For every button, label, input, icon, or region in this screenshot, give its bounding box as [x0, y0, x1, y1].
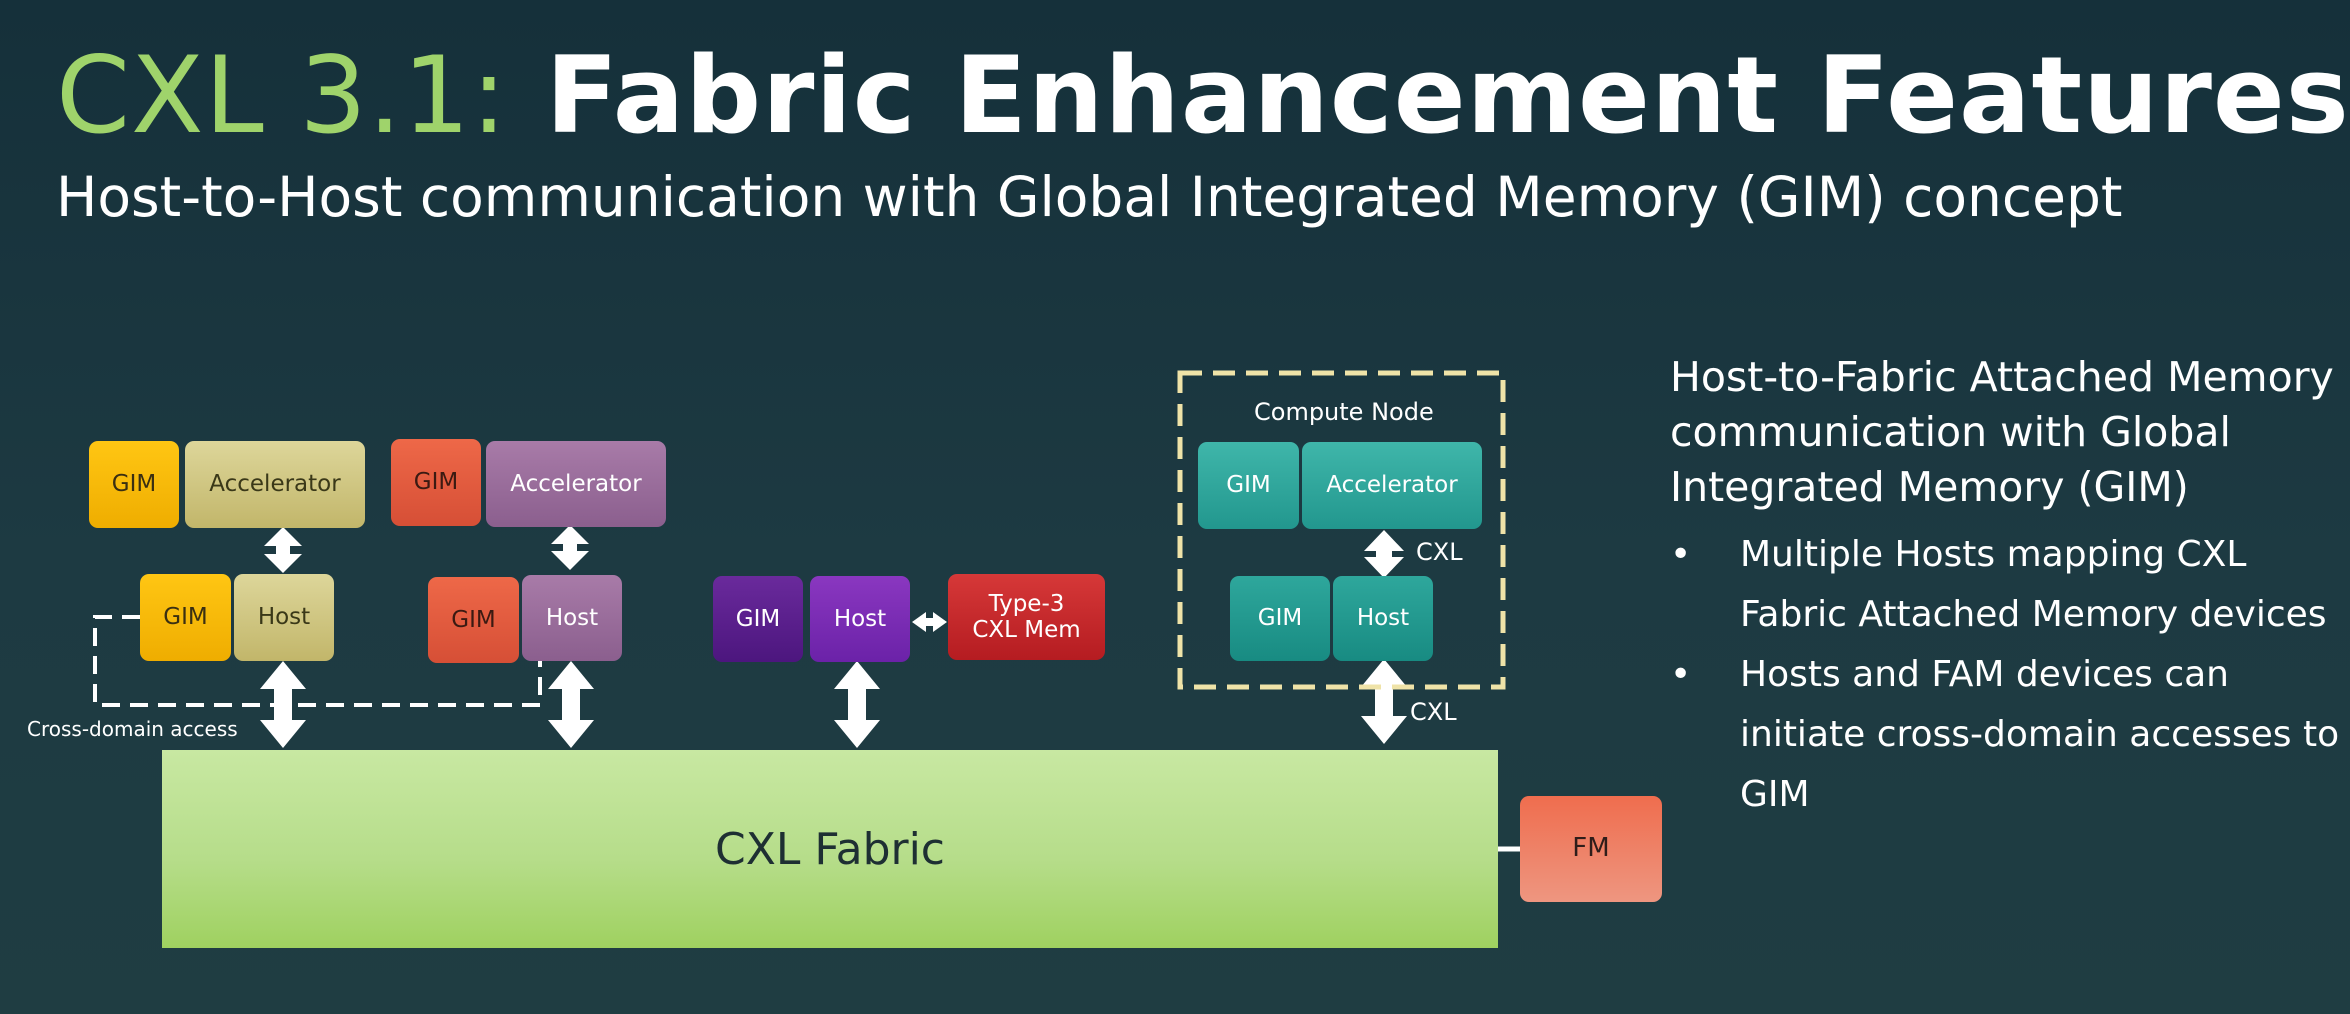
group2-gim-top: GIM: [391, 439, 481, 526]
group2-accelerator: Accelerator: [486, 441, 666, 527]
group2-host: Host: [522, 575, 622, 661]
fm-box: FM: [1520, 796, 1662, 902]
arrow-host-fabric-2: [548, 661, 594, 748]
arrow-host-fabric-1: [260, 661, 306, 748]
group4-accelerator: Accelerator: [1302, 442, 1482, 529]
right-panel: Host-to-Fabric Attached Memory communica…: [1670, 350, 2350, 825]
type3-line1: Type-3: [988, 590, 1065, 617]
arrow-accel-host-1: [264, 527, 302, 573]
cxl-label-lower: CXL: [1410, 698, 1457, 726]
group1-accelerator: Accelerator: [185, 441, 365, 528]
bullet-list: Multiple Hosts mapping CXL Fabric Attach…: [1670, 525, 2350, 825]
group4-gim-host: GIM: [1230, 576, 1330, 661]
cross-domain-label: Cross-domain access: [27, 717, 238, 741]
cxl-fabric: CXL Fabric: [162, 750, 1498, 948]
group4-host: Host: [1333, 576, 1433, 661]
right-panel-heading: Host-to-Fabric Attached Memory communica…: [1670, 353, 2334, 511]
title-accent: CXL 3.1:: [56, 34, 508, 157]
group2-gim-host: GIM: [428, 577, 519, 663]
group4-gim-top: GIM: [1198, 442, 1299, 529]
bullet-item: Hosts and FAM devices can initiate cross…: [1670, 645, 2350, 825]
group3-gim: GIM: [713, 576, 803, 662]
arrow-accel-host-2: [551, 525, 589, 570]
cxl-label-upper: CXL: [1416, 538, 1463, 566]
group1-host: Host: [234, 574, 334, 661]
group1-gim-top: GIM: [89, 441, 179, 528]
type3-line2: CXL Mem: [972, 617, 1081, 643]
arrow-host-type3: [912, 612, 947, 632]
group1-gim-host: GIM: [140, 574, 231, 661]
arrow-host-fabric-3: [834, 661, 880, 748]
bullet-item: Multiple Hosts mapping CXL Fabric Attach…: [1670, 525, 2350, 645]
compute-node-label: Compute Node: [1254, 398, 1434, 426]
slide-title: CXL 3.1: Fabric Enhancement Features: [56, 37, 2350, 155]
arrow-accel-host-4: [1364, 530, 1404, 578]
group3-host: Host: [810, 576, 910, 662]
title-main: Fabric Enhancement Features: [545, 34, 2350, 157]
slide-subtitle: Host-to-Host communication with Global I…: [56, 165, 2123, 229]
arrow-host-fabric-4: [1361, 659, 1407, 744]
type3-cxl-mem: Type-3 CXL Mem: [948, 574, 1105, 660]
